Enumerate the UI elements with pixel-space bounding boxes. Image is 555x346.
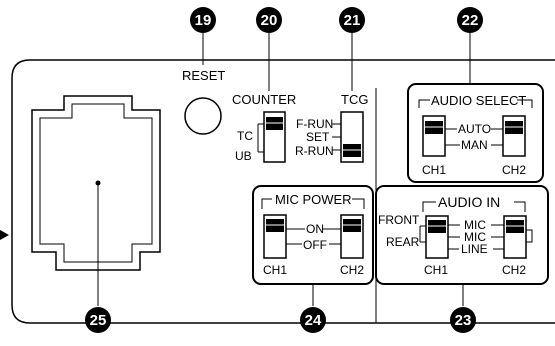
audio-select-position-man: MAN [461,138,488,152]
audio-in-title: AUDIO IN [438,194,500,210]
mic-power-title: MIC POWER [275,192,352,207]
mic-power-position-off: OFF [303,238,327,252]
reset-label: RESET [182,68,225,83]
mic-power-position-on: ON [306,222,324,236]
counter-position-tc: TC [237,129,253,143]
tcg-position-set: SET [306,130,330,144]
connector-port-inner [39,103,153,263]
audio-select-ch2-label: CH2 [502,163,526,177]
audio-in-position-mic-2: MIC [464,230,486,244]
left-pointer-arrow [0,230,9,240]
callout-23: 23 [450,307,476,333]
svg-text:19: 19 [195,12,212,29]
mic-power-ch2-label: CH2 [340,263,364,277]
audio-select-group [407,83,544,183]
audio-in-ch2-label: CH2 [502,263,526,277]
callout-24: 24 [300,307,326,333]
svg-text:21: 21 [344,12,361,29]
audio-select-position-auto: AUTO [458,122,491,136]
audio-in-position-rear: REAR [386,235,420,249]
audio-in-right-bracket [526,229,533,243]
audio-select-title-bracket [418,99,533,108]
tcg-position-rrun: R-RUN [295,144,334,158]
callout-21: 21 [339,7,365,33]
mic-power-ch1-label: CH1 [263,263,287,277]
svg-text:22: 22 [462,12,479,29]
svg-text:25: 25 [90,312,107,329]
callout-25: 25 [85,307,111,333]
connector-port [31,95,161,271]
audio-in-title-bracket [422,201,526,212]
tcg-title: TCG [341,92,368,107]
audio-in-group [375,185,549,285]
callout-19: 19 [190,7,216,33]
callout-20: 20 [256,7,282,33]
counter-title: COUNTER [232,92,296,107]
audio-in-ch1-label: CH1 [424,263,448,277]
svg-text:24: 24 [305,312,322,329]
audio-in-left-bracket [419,225,426,243]
audio-in-position-front: FRONT [378,213,420,227]
tcg-position-frun: F-RUN [296,117,333,131]
counter-position-ub: UB [235,149,252,163]
audio-in-position-mic-1: MIC [464,218,486,232]
svg-text:20: 20 [261,12,278,29]
reset-button[interactable] [184,97,222,135]
audio-select-ch1-label: CH1 [422,163,446,177]
mic-power-title-bracket [261,198,365,209]
svg-text:23: 23 [455,312,472,329]
callout-22: 22 [457,7,483,33]
audio-in-position-line: LINE [461,242,488,256]
panel-outline [11,59,555,324]
audio-select-title: AUDIO SELECT [431,93,526,108]
